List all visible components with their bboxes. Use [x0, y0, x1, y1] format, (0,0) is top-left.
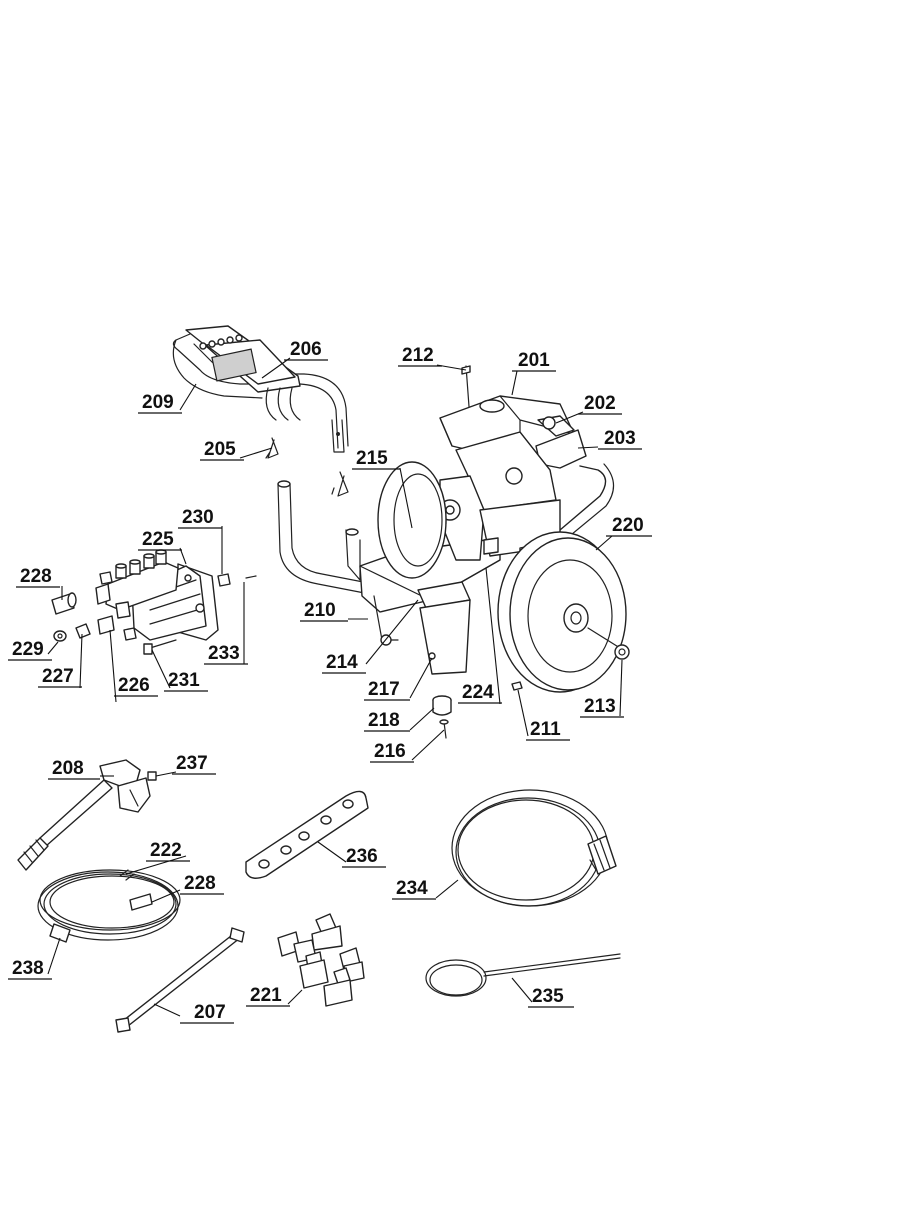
spray-wand	[115, 927, 245, 1033]
callout-210: 210	[300, 600, 348, 622]
svg-text:228: 228	[184, 873, 216, 894]
svg-text:214: 214	[326, 652, 358, 673]
right-wheel	[497, 531, 630, 693]
svg-text:207: 207	[194, 1002, 226, 1023]
callout-215: 215	[352, 448, 400, 470]
svg-text:215: 215	[356, 448, 388, 469]
svg-text:202: 202	[584, 393, 616, 414]
svg-text:205: 205	[204, 439, 236, 460]
svg-text:236: 236	[346, 846, 378, 867]
callout-217: 217	[364, 679, 410, 701]
supply-hose-coil	[451, 789, 617, 907]
callout-226: 226	[114, 675, 158, 697]
svg-text:238: 238	[12, 958, 44, 979]
callout-230: 230	[178, 507, 222, 529]
svg-text:235: 235	[532, 986, 564, 1007]
callout-208: 208	[48, 758, 100, 780]
callout-214: 214	[322, 652, 366, 674]
svg-text:224: 224	[462, 682, 494, 703]
svg-text:206: 206	[290, 339, 322, 360]
svg-text:230: 230	[182, 507, 214, 528]
callout-213: 213	[580, 696, 624, 718]
nozzle-set	[277, 913, 365, 1007]
svg-text:222: 222	[150, 840, 182, 861]
callout-234: 234	[392, 878, 436, 900]
callout-218: 218	[364, 710, 410, 732]
spray-gun	[17, 759, 157, 871]
foot-and-bolt	[432, 695, 452, 739]
svg-text:226: 226	[118, 675, 150, 696]
callout-202: 202	[578, 393, 622, 415]
svg-text:217: 217	[368, 679, 400, 700]
svg-text:218: 218	[368, 710, 400, 731]
callout-233: 233	[204, 643, 248, 665]
svg-text:216: 216	[374, 741, 406, 762]
callout-207: 207	[180, 1002, 234, 1024]
svg-text:212: 212	[402, 345, 434, 366]
callout-229: 229	[8, 639, 52, 661]
callout-205: 205	[200, 439, 244, 461]
callout-222: 222	[146, 840, 190, 862]
svg-text:211: 211	[530, 719, 561, 740]
callout-224: 224	[458, 682, 502, 704]
callout-231: 231	[164, 670, 208, 692]
leader-lines	[47, 357, 623, 1017]
svg-text:231: 231	[168, 670, 200, 691]
svg-text:233: 233	[208, 643, 240, 664]
pump-assembly	[51, 549, 257, 655]
callout-201: 201	[512, 350, 556, 372]
hose-coil	[37, 869, 181, 943]
callout-228-pump: 228	[16, 566, 60, 588]
callout-236: 236	[342, 846, 386, 868]
callout-228-hose: 228	[180, 873, 224, 895]
handle-assembly	[172, 325, 349, 453]
svg-text:225: 225	[142, 529, 174, 550]
svg-text:208: 208	[52, 758, 84, 779]
callout-216: 216	[370, 741, 414, 763]
callout-237: 237	[172, 753, 216, 775]
callout-225: 225	[138, 529, 182, 551]
callout-238: 238	[8, 958, 52, 980]
callout-209: 209	[138, 392, 182, 414]
clip-pins	[265, 437, 349, 497]
svg-text:213: 213	[584, 696, 616, 717]
callout-211: 211	[526, 719, 570, 741]
callout-206: 206	[284, 339, 328, 361]
svg-text:201: 201	[518, 350, 550, 371]
callout-labels: 201 202 203 205 206 207 208 209 210 211 …	[8, 339, 652, 1024]
mounting-bracket	[245, 790, 369, 879]
svg-text:203: 203	[604, 428, 636, 449]
left-wheel	[377, 461, 447, 579]
svg-text:229: 229	[12, 639, 44, 660]
svg-text:234: 234	[396, 878, 428, 899]
callout-220: 220	[606, 515, 652, 537]
svg-text:221: 221	[250, 985, 282, 1006]
svg-text:209: 209	[142, 392, 174, 413]
callout-203: 203	[598, 428, 642, 450]
svg-text:228: 228	[20, 566, 52, 587]
svg-text:220: 220	[612, 515, 644, 536]
callout-235: 235	[528, 986, 574, 1008]
svg-text:237: 237	[176, 753, 208, 774]
cleaning-needle	[425, 953, 621, 997]
callout-212: 212	[398, 345, 442, 367]
callout-221: 221	[246, 985, 290, 1007]
svg-text:227: 227	[42, 666, 74, 687]
callout-227: 227	[38, 666, 82, 688]
svg-text:210: 210	[304, 600, 336, 621]
engine-assembly	[429, 365, 587, 561]
